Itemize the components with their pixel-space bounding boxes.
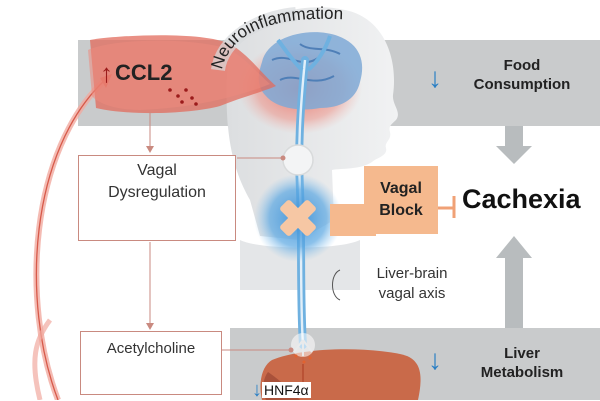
ganglion-node [282,144,314,176]
vagal-block-box: Vagal Block [364,166,438,234]
down-arrow-icon: ↓ [428,62,442,93]
arrow-food-to-cachexia [496,126,532,164]
ccl2-label-group: ↑ CCL2 [100,58,172,88]
vagal-dys-line1: Vagal [137,162,177,179]
down-arrow-icon: ↓ [252,379,262,401]
vagal-block-line2: Block [379,202,423,219]
food-consumption: ↓ Food Consumption [426,56,596,100]
acetylcholine-box: Acetylcholine [80,331,222,395]
vagal-block-line1: Vagal [380,180,422,197]
liver-line1: Liver [504,345,540,362]
liver-line2: Metabolism [480,364,564,381]
down-arrow-icon: ↓ [428,344,442,375]
hnf4a-label-group: ↓ HNF4α [252,380,311,400]
acetylcholine-label: Acetylcholine [106,340,196,357]
axis-line2: vagal axis [378,285,446,302]
ccl2-label: CCL2 [115,60,173,85]
food-line2: Consumption [473,76,571,93]
vagal-dys-line2: Dysregulation [108,184,206,201]
axis-line1: Liver-brain [376,265,448,282]
block-x-icon [280,200,316,236]
arrow-liver-to-cachexia [496,236,532,328]
food-line1: Food [503,57,541,74]
up-arrow-icon: ↑ [100,58,113,88]
vagal-dysregulation-box: Vagal Dysregulation [78,155,236,241]
liver-brain-axis-label: Liver-brain vagal axis [352,264,472,304]
ccl2-dots [168,88,198,106]
cachexia-label: Cachexia [462,184,581,214]
liver-metabolism: ↓ Liver Metabolism [426,344,596,388]
hnf4a-label: HNF4α [262,382,311,398]
